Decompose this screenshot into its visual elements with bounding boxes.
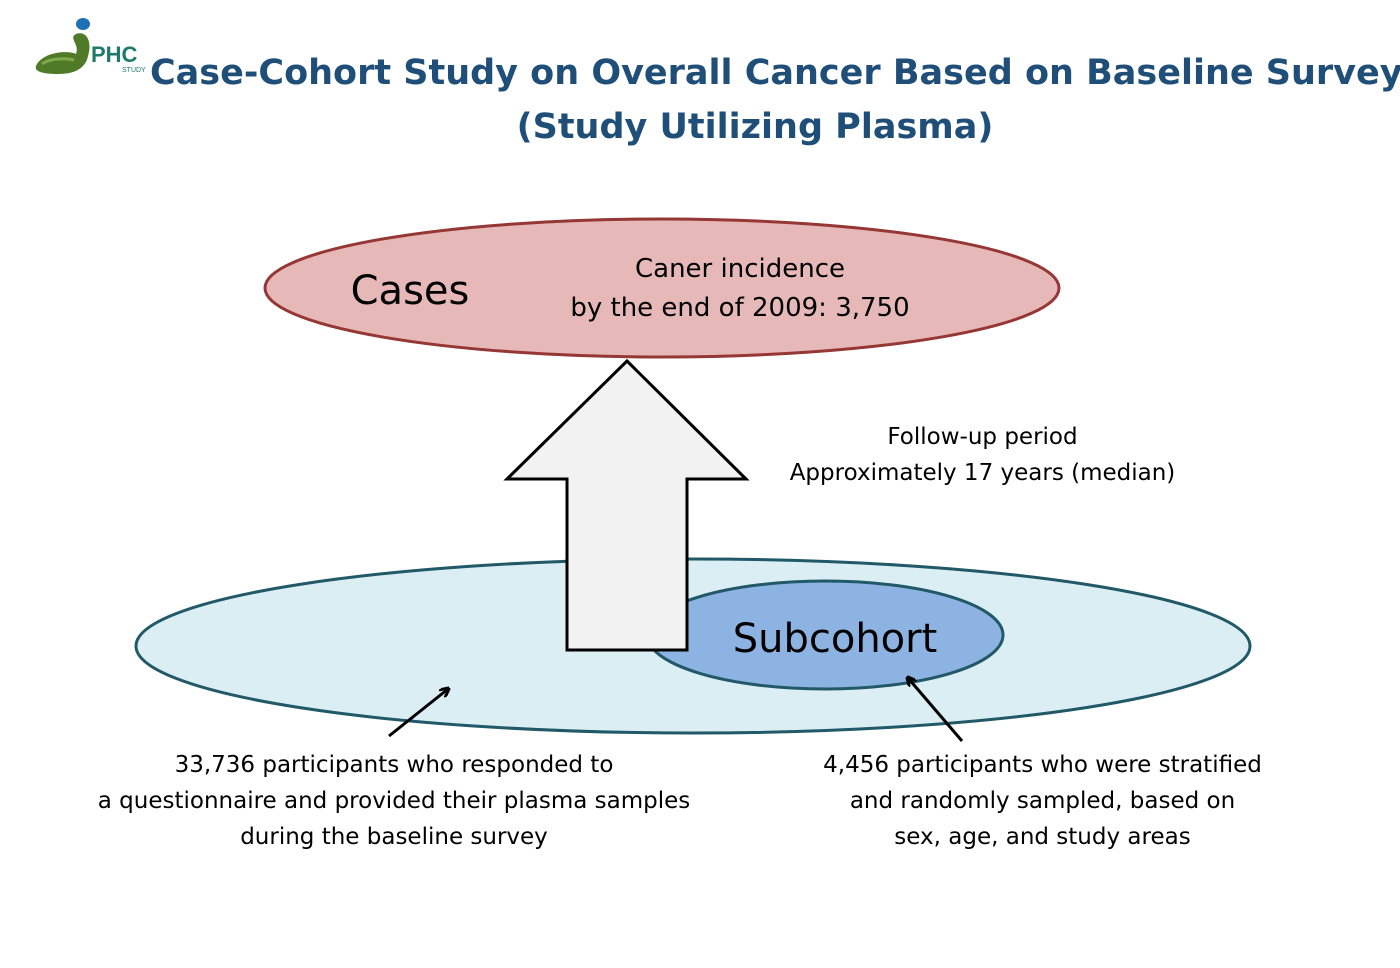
follow-up-line-2: Approximately 17 years (median) [789,460,1176,486]
cohort-note-line-3: during the baseline survey [240,824,548,850]
cases-detail-line-2: by the end of 2009: 3,750 [570,293,910,323]
cohort-note: 33,736 participants who responded to a q… [60,747,728,855]
cases-ellipse [263,217,1061,359]
page-title: Case-Cohort Study on Overall Cancer Base… [150,46,1400,154]
title-line-1: Case-Cohort Study on Overall Cancer Base… [150,53,1400,93]
subcohort-note-line-3: sex, age, and study areas [894,824,1191,850]
follow-up-line-1: Follow-up period [887,424,1078,450]
cohort-note-line-2: a questionnaire and provided their plasm… [97,788,691,814]
cohort-pointer-arrow [388,689,448,738]
subcohort-note: 4,456 participants who were stratified a… [790,747,1295,855]
title-line-2: (Study Utilizing Plasma) [516,107,994,147]
subcohort-note-line-1: 4,456 participants who were stratified [823,752,1262,778]
cases-detail: Caner incidence by the end of 2009: 3,75… [540,250,940,328]
phc-study-logo: PHC STUDY [28,14,153,82]
follow-up-text: Follow-up period Approximately 17 years … [760,419,1205,491]
cases-detail-line-1: Caner incidence [634,254,845,284]
subcohort-label: Subcohort [732,616,938,662]
logo-text: PHC [91,42,138,67]
follow-up-arrow [503,358,750,652]
cohort-note-line-1: 33,736 participants who responded to [174,752,614,778]
subcohort-pointer-arrow [908,678,964,742]
logo-icon [35,18,90,74]
subcohort-note-line-2: and randomly sampled, based on [849,788,1236,814]
logo-subtext: STUDY [122,67,146,74]
cases-label: Cases [350,268,470,314]
